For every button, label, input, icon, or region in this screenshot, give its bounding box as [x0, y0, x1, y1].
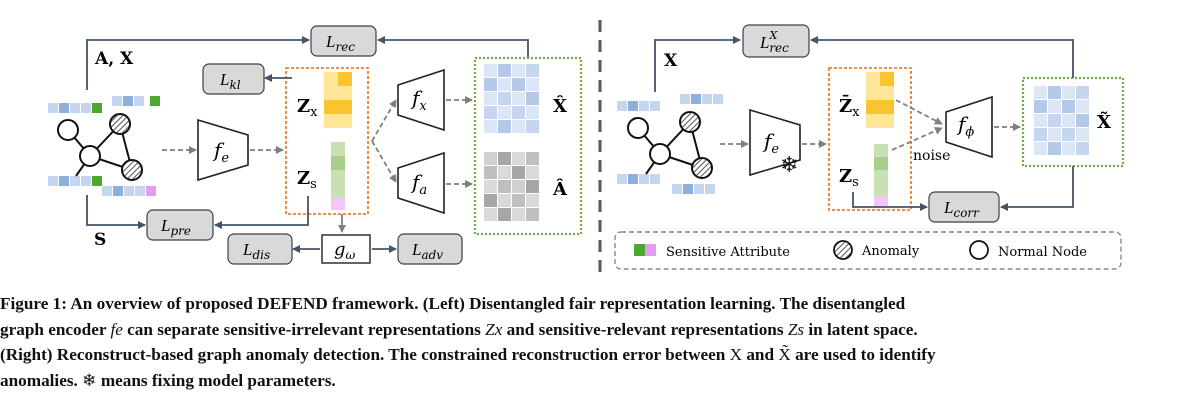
left-ahat-matrix — [484, 152, 539, 221]
anomaly-node-icon — [691, 157, 713, 179]
right-input-label: X — [664, 51, 678, 71]
legend-sensitive: Sensitive Attribute — [666, 245, 790, 260]
normal-node-icon — [79, 145, 101, 167]
loss-dis-box — [227, 233, 293, 265]
loss-corr-box — [928, 191, 1000, 223]
svg-text:Lpre: Lpre — [160, 216, 191, 238]
left-input-graph — [57, 113, 143, 181]
left-decoder-x — [397, 68, 445, 132]
right-xtilde-matrix — [1034, 86, 1089, 155]
left-input-label: A, X — [94, 49, 134, 69]
caption-line-1: Figure 1: An overview of proposed DEFEND… — [0, 294, 906, 313]
svg-text:gω: gω — [334, 239, 356, 262]
arrow-input-to-lrec — [86, 36, 310, 90]
loss-pre-box — [146, 209, 214, 241]
snowflake-icon: ❄ — [780, 153, 798, 178]
left-attr-strip-3 — [48, 176, 102, 186]
left-attr-strip-1 — [48, 103, 102, 113]
left-ahat-label: Â — [552, 177, 568, 200]
loss-kl-box — [202, 63, 265, 95]
right-encoder — [749, 108, 801, 177]
right-decoder — [945, 95, 993, 159]
arrow-zs-to-lcorr — [852, 192, 928, 211]
arrow-output-to-lrec — [377, 36, 529, 58]
figure-caption: Figure 1: An overview of proposed DEFEND… — [0, 291, 1185, 394]
right-input-graph — [627, 111, 713, 179]
anomaly-node-icon — [679, 111, 701, 133]
arrow-s-to-lpre — [86, 195, 146, 229]
left-xhat-matrix — [484, 64, 539, 133]
legend-normal-icon — [969, 240, 989, 260]
svg-text:Ladv: Ladv — [411, 240, 443, 262]
left-output-box — [473, 56, 583, 236]
svg-text:Lcorr: Lcorr — [943, 198, 980, 220]
caption-line-2: graph encoder fe can separate sensitive-… — [0, 319, 918, 339]
svg-text:Ldis: Ldis — [242, 240, 270, 262]
arrow-input-to-lrecx — [654, 36, 741, 92]
caption-line-4: anomalies. ❄ means fixing model paramete… — [0, 370, 336, 391]
arrow-output-to-lrecx — [810, 36, 1074, 78]
normal-node-icon — [649, 143, 671, 165]
left-attr-strip-2 — [112, 96, 160, 106]
right-latent-box — [828, 67, 912, 211]
right-attr-strip-3 — [617, 174, 660, 184]
legend-anomaly: Anomaly — [861, 244, 920, 259]
left-decoder-a — [397, 151, 445, 215]
svg-text:Z̄x: Z̄x — [839, 95, 860, 120]
right-attr-strip-4 — [672, 184, 715, 194]
framework-figure: A, X S fe Zx — [48, 20, 1125, 272]
left-encoder — [197, 118, 249, 182]
svg-text:Lkl: Lkl — [219, 70, 241, 92]
right-attr-strip-1 — [617, 101, 660, 111]
svg-text:Zs: Zs — [839, 166, 859, 190]
arrow-zs-to-lpre — [214, 196, 309, 229]
anomaly-node-icon — [121, 159, 143, 181]
legend-normal: Normal Node — [998, 245, 1087, 260]
loss-recx-box — [742, 24, 810, 58]
right-xtilde-label: X̃ — [1097, 111, 1111, 133]
snowflake-icon: ❄ — [82, 370, 97, 391]
right-zx-vector — [866, 72, 894, 128]
svg-text:Zs: Zs — [297, 168, 317, 192]
right-zs-vector — [874, 144, 888, 206]
noise-label: noise — [913, 148, 950, 164]
left-s-label: S — [94, 230, 106, 250]
left-zs-vector — [331, 142, 345, 210]
left-latent-box — [285, 67, 369, 215]
legend-anomaly-icon — [833, 240, 853, 260]
normal-node-icon — [57, 119, 79, 141]
anomaly-node-icon — [109, 113, 131, 135]
left-xhat-label: X̂ — [553, 95, 567, 117]
svg-text:Zx: Zx — [297, 96, 318, 120]
right-attr-strip-2 — [680, 94, 723, 104]
arrow-output-to-lcorr — [1000, 166, 1074, 211]
left-zx-vector — [324, 72, 352, 128]
discriminator-box — [321, 234, 371, 264]
caption-line-3: (Right) Reconstruct-based graph anomaly … — [0, 345, 936, 364]
svg-text:Lrec: Lrec — [325, 32, 355, 54]
legend-box — [614, 231, 1122, 270]
left-attr-strip-4 — [102, 186, 156, 196]
loss-adv-box — [397, 233, 463, 265]
normal-node-icon — [627, 117, 649, 139]
loss-rec-box — [310, 25, 377, 57]
